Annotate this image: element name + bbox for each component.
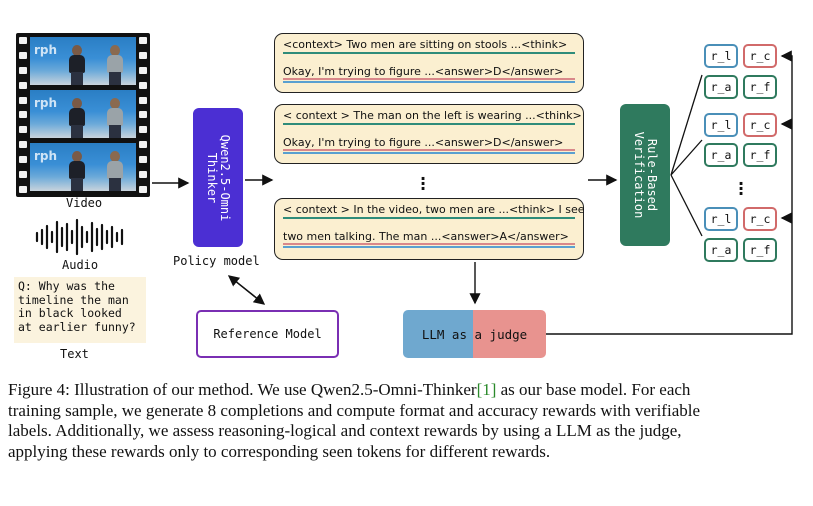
question-text-box: Q: Why was the timeline the man in black… — [14, 277, 146, 343]
completion-context-line: < context > In the video, two men are ..… — [283, 203, 585, 220]
question-line: timeline the man — [18, 292, 129, 307]
video-frame: rph — [30, 90, 136, 138]
verification-label: Verification — [632, 131, 646, 219]
reference-model-box: Reference Model — [196, 310, 339, 358]
policy-model-box: Qwen2.5-Omni Thinker — [193, 108, 243, 247]
caption-line: training sample, we generate 8 completio… — [8, 400, 701, 420]
judge-label-part: a judge — [474, 326, 528, 342]
reward-context-box: r_c — [743, 207, 777, 231]
judge-label-part: LLM as — [421, 326, 475, 342]
policy-model-label: Policy model — [173, 254, 260, 268]
question-line: Q: Why was the — [18, 279, 115, 293]
llm-judge-box: LLM as a judge — [403, 310, 546, 358]
reward-format-box: r_f — [743, 75, 777, 99]
verification-label: Rule-Based — [645, 138, 659, 212]
audio-waveform-icon — [35, 218, 124, 256]
reward-format-box: r_f — [743, 238, 777, 262]
film-perforations-left — [19, 37, 27, 193]
question-line: at earlier funny? — [18, 319, 136, 334]
reward-logic-box: r_l — [704, 44, 738, 68]
reward-accuracy-box: r_a — [704, 75, 738, 99]
reward-logic-box: r_l — [704, 207, 738, 231]
completion-box: < context > The man on the left is weari… — [274, 104, 584, 164]
reward-context-box: r_c — [743, 44, 777, 68]
figure-caption: Figure 4: Illustration of our method. We… — [8, 380, 808, 462]
video-frame: rph — [30, 37, 136, 85]
completion-answer-line: Okay, I'm trying to figure ...<answer>D<… — [283, 65, 575, 83]
ellipsis-vertical-icon: ··· — [419, 169, 427, 198]
policy-model-name: Thinker — [205, 152, 219, 203]
question-line: in black looked — [18, 306, 122, 320]
ellipsis-vertical-icon: ··· — [737, 174, 745, 203]
video-label: Video — [66, 196, 103, 210]
completion-context-line: < context > The man on the left is weari… — [283, 109, 582, 126]
video-film-strip: rph rph rph — [16, 33, 150, 197]
citation-link[interactable]: [1] — [476, 380, 497, 399]
completion-answer-line: two men talking. The man ...<answer>A</a… — [283, 230, 575, 248]
reward-accuracy-box: r_a — [704, 143, 738, 167]
video-frame: rph — [30, 143, 136, 191]
caption-line: labels. Additionally, we assess reasonin… — [8, 421, 682, 440]
completion-answer-line: Okay, I'm trying to figure ...<answer>D<… — [283, 136, 575, 154]
caption-line: applying these rewards only to correspon… — [8, 441, 551, 461]
film-perforations-right — [139, 37, 147, 193]
caption-line: Figure 4: Illustration of our method. We… — [8, 380, 691, 399]
reward-format-box: r_f — [743, 143, 777, 167]
audio-label: Audio — [62, 258, 99, 272]
completion-box: <context> Two men are sitting on stools … — [274, 33, 584, 93]
text-label: Text — [60, 347, 89, 361]
rule-based-verification-box: Rule-Based Verification — [620, 104, 670, 246]
reward-accuracy-box: r_a — [704, 238, 738, 262]
reward-context-box: r_c — [743, 113, 777, 137]
reward-logic-box: r_l — [704, 113, 738, 137]
policy-model-name: Qwen2.5-Omni — [218, 134, 232, 221]
completion-context-line: <context> Two men are sitting on stools … — [283, 38, 575, 55]
completion-box: < context > In the video, two men are ..… — [274, 198, 585, 260]
